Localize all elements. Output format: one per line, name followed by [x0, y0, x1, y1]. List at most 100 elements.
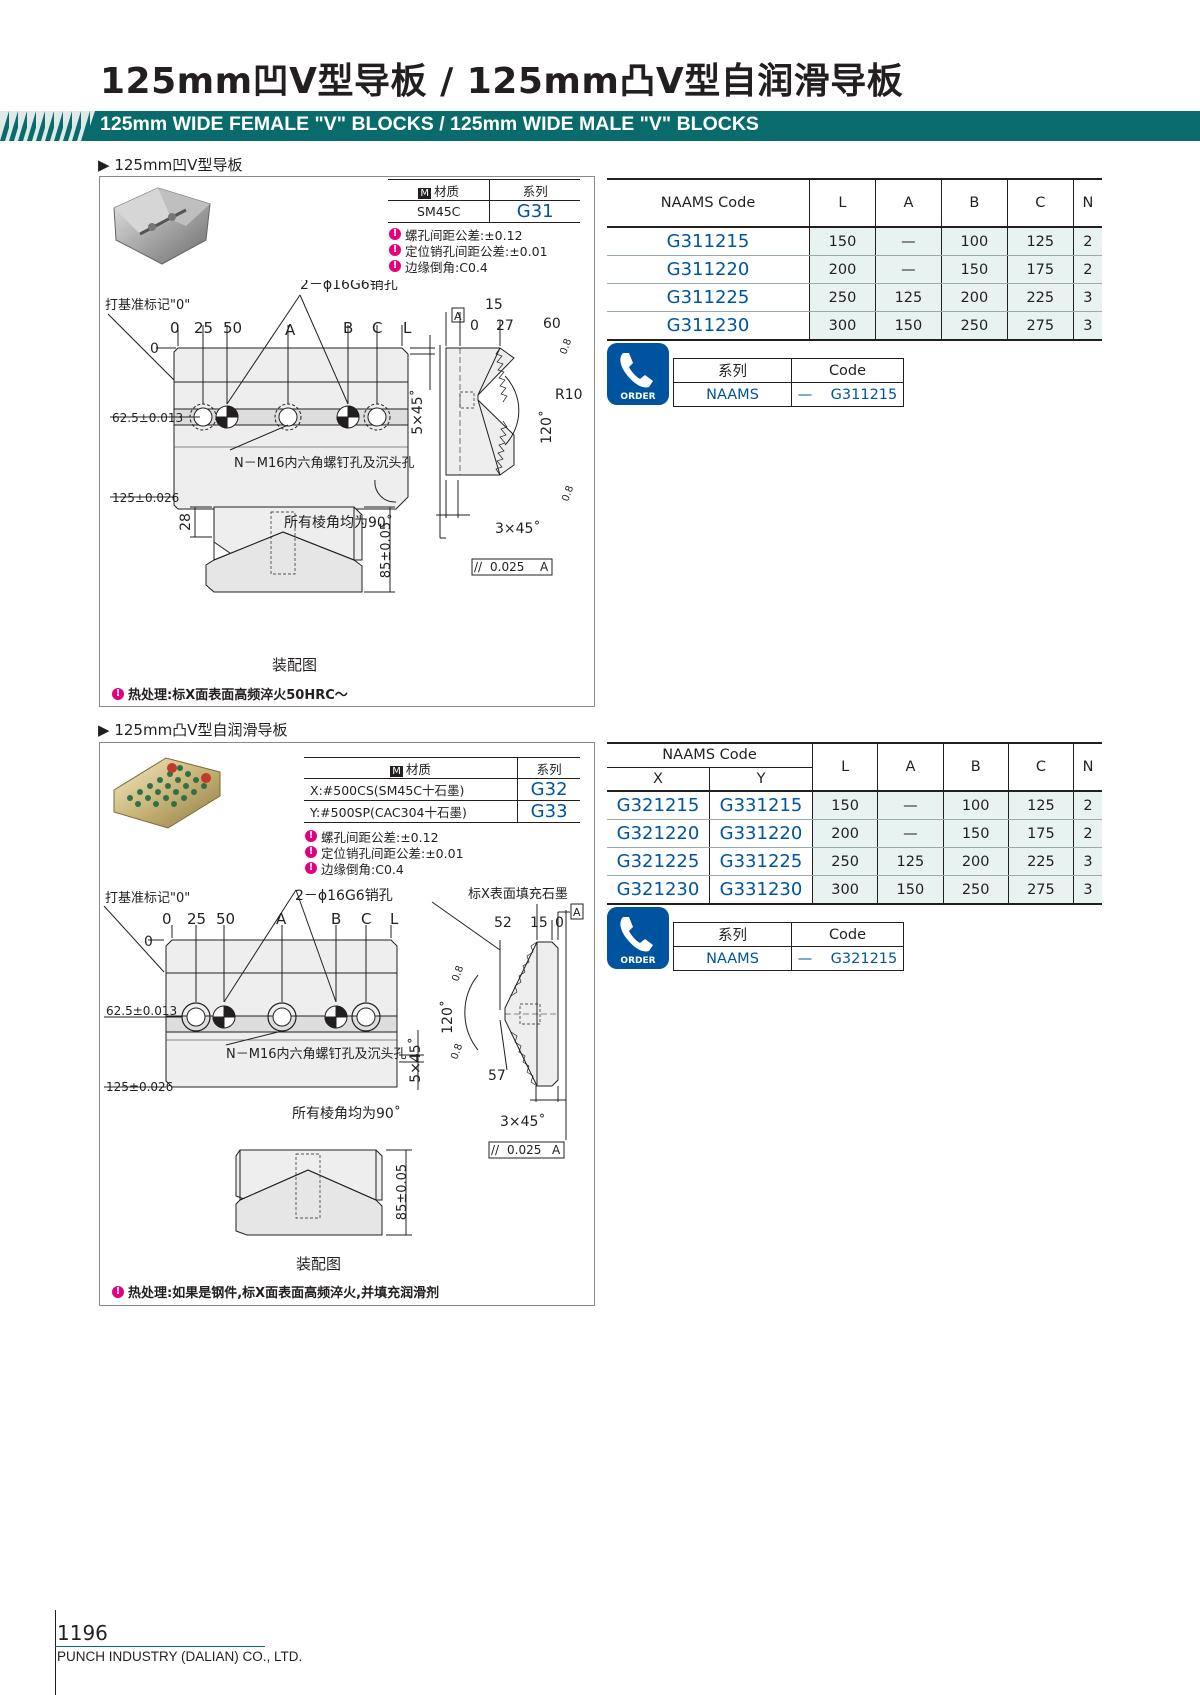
order-code-cell[interactable]: — G321215 [791, 946, 904, 971]
section2-notes: !螺孔间距公差:±0.12 !定位销孔间距公差:±0.01 !边缘倒角:C0.4 [305, 828, 464, 877]
side-dim-60: 60 [543, 316, 561, 332]
note-item: !定位销孔间距公差:±0.01 [305, 844, 464, 861]
order-series: NAAMS [673, 382, 792, 407]
series-value: G32 [517, 778, 580, 801]
dim-top: 25 [194, 319, 213, 337]
section2-spec-table: NAAMS Code L A B C N X Y G321215 G331215… [607, 742, 1102, 905]
table-cell: 200 [811, 819, 878, 848]
dim-top: C [361, 910, 371, 928]
table-cell: 100 [940, 227, 1008, 256]
dim-top: 50 [216, 910, 235, 928]
warning-icon: ! [389, 260, 401, 272]
screw-hole-label: N－M16内六角螺钉孔及沉头孔 [234, 455, 414, 471]
footer-rule-vertical [55, 1610, 56, 1695]
col-header: B [940, 178, 1008, 228]
table-cell: 150 [940, 255, 1008, 284]
code-cell[interactable]: G321215 [607, 791, 710, 820]
datum-mark-label: 打基准标记"0" [105, 891, 190, 906]
dim-85: 85±0.05 [379, 522, 394, 578]
dim-top: C [372, 319, 382, 337]
phone-order-icon: ORDER [620, 353, 656, 402]
table-cell: 225 [1007, 847, 1074, 876]
dim-62: 62.5±0.013 [112, 411, 183, 425]
col-header: C [1006, 178, 1074, 228]
table-cell: 200 [809, 255, 876, 284]
table-cell: 175 [1007, 819, 1074, 848]
order-header: Code [791, 922, 904, 947]
col-header: B [942, 742, 1009, 792]
table-cell: 150 [811, 791, 878, 820]
note-item: !边缘倒角:C0.4 [305, 860, 464, 877]
tolerance-value: 0.025 [490, 560, 524, 574]
corner-note: 所有棱角均为90˚ [292, 1105, 401, 1122]
side-dim-0: 0 [555, 915, 564, 931]
section2-technical-drawing: 打基准标记"0" 2－ϕ16G6销孔 标X表面填充石墨 0 25 50 A B … [103, 886, 584, 1273]
table-cell: 225 [1006, 283, 1074, 312]
col-header: C [1007, 742, 1074, 792]
dim-125: 125±0.026 [106, 1080, 173, 1094]
code-cell[interactable]: G311215 [607, 227, 810, 256]
section1-technical-drawing: 打基准标记"0" 2－ϕ16G6销孔 0 25 50 A B C L 0 62.… [105, 280, 583, 674]
code-cell[interactable]: G331215 [709, 791, 813, 820]
tolerance-value: 0.025 [507, 1143, 541, 1157]
table-cell: 200 [940, 283, 1008, 312]
dim-top: A [285, 321, 296, 339]
section2-heat-note: !热处理:如果是钢件,标X面表面高频淬火,并填充润滑剂 [112, 1282, 439, 1301]
table-cell: — [874, 227, 942, 256]
page-number: 1196 [57, 1621, 108, 1645]
roughness-label: 0.8 [560, 484, 576, 503]
code-cell[interactable]: G331225 [709, 847, 813, 876]
table-cell: 150 [942, 819, 1009, 848]
code-cell[interactable]: G311220 [607, 255, 810, 284]
dim-top: 50 [223, 319, 242, 337]
table-cell: 200 [942, 847, 1009, 876]
code-cell[interactable]: G321230 [607, 875, 710, 905]
tolerance-ref: A [552, 1143, 561, 1157]
datum-a: A [573, 906, 581, 919]
order-button[interactable]: ORDER [607, 343, 669, 405]
corner-note: 所有棱角均为90˚ [284, 514, 393, 531]
datum-mark-label: 打基准标记"0" [105, 298, 190, 313]
code-cell[interactable]: G321225 [607, 847, 710, 876]
tolerance-ref: A [540, 560, 549, 574]
table-cell: 275 [1007, 875, 1074, 905]
dim-top: 25 [187, 910, 206, 928]
assembly-label: 装配图 [296, 1255, 341, 1273]
warning-icon: ! [389, 228, 401, 240]
chamfer-5-label: 5×45˚ [409, 389, 426, 434]
triangle-bullet-icon: ▶ [98, 721, 110, 739]
order-button[interactable]: ORDER [607, 907, 669, 969]
table-row: G311215 150 — 100 125 2 [607, 227, 1102, 256]
code-cell[interactable]: G331230 [709, 875, 813, 905]
table-cell: 250 [940, 311, 1008, 341]
col-header: X [607, 767, 710, 792]
table-row: G321220 G331220 200 — 150 175 2 [607, 819, 1102, 848]
roughness-label: 0.8 [450, 964, 466, 983]
chamfer-3-label: 3×45˚ [500, 1113, 545, 1130]
pin-hole-label: 2－ϕ16G6销孔 [300, 280, 398, 293]
code-cell[interactable]: G321220 [607, 819, 710, 848]
graphite-label: 标X表面填充石墨 [468, 886, 568, 902]
order-code-cell[interactable]: — G311215 [791, 382, 904, 407]
order-code: G321215 [830, 950, 898, 967]
table-cell: 125 [877, 847, 944, 876]
side-dim-0: 0 [470, 318, 479, 334]
company-name: PUNCH INDUSTRY (DALIAN) CO., LTD. [57, 1649, 303, 1664]
col-header: A [877, 742, 944, 792]
dim-top: L [390, 910, 399, 928]
table-row: G311230 300 150 250 275 3 [607, 311, 1102, 341]
m-badge-icon: M [418, 187, 432, 199]
table-cell: 100 [942, 791, 1009, 820]
title-band [0, 111, 1200, 141]
order-dash: — [797, 950, 813, 967]
code-cell[interactable]: G331220 [709, 819, 813, 848]
code-cell[interactable]: G311230 [607, 311, 810, 341]
table-cell: — [877, 791, 944, 820]
warning-icon: ! [305, 862, 317, 874]
triangle-bullet-icon: ▶ [98, 156, 110, 174]
warning-icon: ! [305, 846, 317, 858]
code-cell[interactable]: G311225 [607, 283, 810, 312]
warning-icon: ! [112, 687, 124, 700]
note-item: !边缘倒角:C0.4 [389, 258, 548, 275]
